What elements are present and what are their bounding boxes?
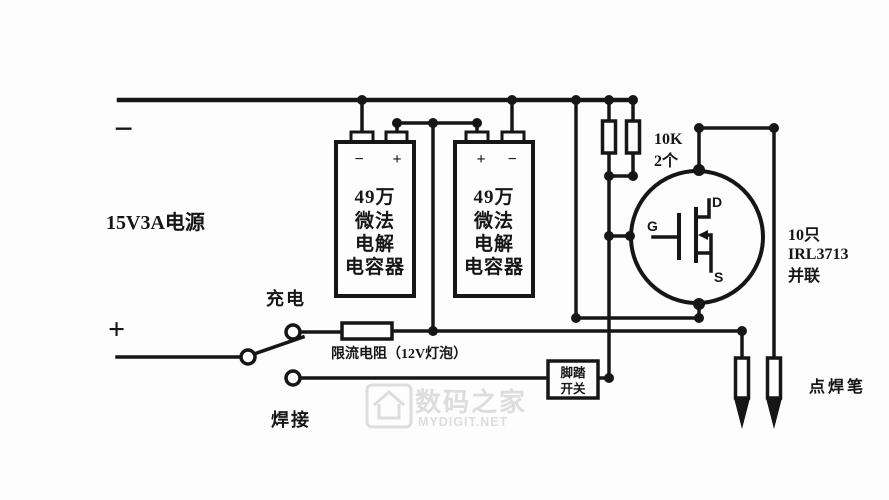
junction-dots (357, 95, 779, 383)
mosfet-source-label: S (714, 269, 723, 285)
power-supply-label: 15V3A电源 (106, 211, 205, 234)
welding-pen-label: 点焊笔 (809, 377, 866, 396)
resistor-value-label: 10K (654, 131, 683, 148)
gate-resistors: 10K 2个 (600, 119, 683, 170)
switch-weld-contact (284, 369, 302, 387)
capacitor-right-polarity-neg: − (507, 151, 516, 168)
welding-pen-left (733, 356, 751, 429)
current-limit-resistor-body (340, 321, 394, 341)
mosfet-note-line2: IRL3713 (788, 246, 848, 263)
mosfet-note-line1: 10只 (788, 227, 820, 244)
capacitor-left-polarity-pos: + (392, 151, 401, 168)
mosfet-source-stub (694, 233, 713, 273)
welding-pen-left-body (733, 356, 751, 400)
capacitor-left: − + 49万 微法 电解 电容器 (334, 130, 416, 298)
watermark-en-text: MYDIGIT.NET (418, 415, 508, 429)
current-limit-resistor: 限流电阻（12V灯泡） (331, 321, 467, 362)
capacitor-left-polarity-neg: − (354, 151, 363, 168)
mosfet-note: 10只 IRL3713 并联 (788, 227, 848, 285)
capacitor-top-wires (360, 98, 514, 134)
mosfet-drain-label: D (712, 194, 722, 210)
capacitor-right-label-line3: 电解 (474, 232, 514, 255)
capacitor-right-label-line1: 49万 (473, 187, 514, 208)
capacitor-right-label-line2: 微法 (473, 209, 514, 232)
switch-common-contact (239, 348, 257, 366)
current-limit-label: 限流电阻（12V灯泡） (331, 345, 467, 362)
mosfet-note-line3: 并联 (788, 266, 820, 285)
foot-switch-label-line1: 脚踏 (560, 365, 586, 380)
welding-pen-left-tip-icon (734, 398, 750, 429)
mode-switch (239, 323, 306, 387)
capacitor-left-body (334, 140, 416, 298)
capacitor-right-polarity-pos: + (476, 151, 485, 168)
capacitor-left-label-line4: 电容器 (345, 255, 405, 278)
welding-pen-right-body (765, 356, 783, 400)
capacitor-left-label-line2: 微法 (354, 209, 395, 232)
mosfet-body-arrow-icon (698, 230, 708, 240)
mosfet: G D S (629, 169, 765, 305)
watermark-cn-text: 数码之家 (415, 387, 527, 417)
capacitor-left-label-line3: 电解 (355, 232, 395, 255)
capacitor-right-label-line4: 电容器 (464, 255, 524, 278)
foot-switch: 脚踏 开关 (546, 359, 600, 400)
positive-terminal-symbol: + (108, 313, 125, 346)
watermark-house-icon (365, 383, 413, 429)
foot-switch-body (546, 359, 600, 400)
welding-pen-right (765, 356, 783, 429)
watermark-house-icon-inner (373, 390, 405, 420)
capacitor-left-label-line1: 49万 (354, 187, 395, 208)
resistor-1 (600, 119, 618, 155)
resistor-count-label: 2个 (654, 151, 679, 170)
capacitor-right-body (453, 140, 535, 298)
welding-pen-right-tip-icon (766, 398, 782, 429)
charge-mode-label: 充电 (266, 288, 306, 309)
mosfet-gate-label: G (647, 218, 658, 234)
resistor-2 (624, 119, 642, 155)
foot-switch-label-line2: 开关 (560, 381, 586, 396)
switch-charge-contact (284, 323, 302, 341)
weld-mode-label: 焊接 (271, 409, 311, 430)
negative-terminal-symbol: − (114, 111, 133, 148)
mosfet-drain-stub (694, 198, 711, 219)
drain-wires (697, 126, 776, 360)
watermark: 数码之家 MYDIGIT.NET (365, 383, 527, 429)
capacitor-right: + − 49万 微法 电解 电容器 (453, 130, 535, 298)
